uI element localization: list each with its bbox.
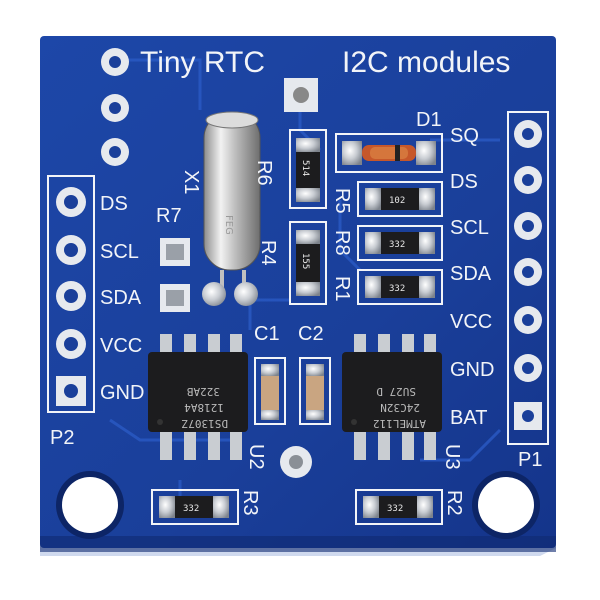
p1-label-sq: SQ	[450, 125, 479, 147]
diode-d1	[335, 133, 443, 173]
label-r1: R1	[331, 276, 353, 302]
title-left: Tiny RTC	[140, 46, 265, 79]
label-r5: R5	[331, 188, 353, 214]
resistor-r3: 332	[151, 489, 239, 525]
p1-label-sda: SDA	[450, 263, 492, 285]
label-p1: P1	[518, 449, 542, 471]
resistor-r7-pads	[160, 238, 190, 312]
label-p2: P2	[50, 427, 74, 449]
p1-pin-bat	[514, 402, 542, 430]
capacitor-c1	[254, 357, 286, 425]
p1-pin-gnd	[514, 354, 542, 382]
header-p2	[47, 175, 95, 413]
p2-pin-ds	[56, 187, 86, 217]
u3-line-3: SU27 D	[376, 385, 416, 398]
crystal-x1: FEG	[202, 111, 261, 306]
p2-label-scl: SCL	[100, 241, 139, 263]
resistor-r8: 332	[357, 225, 443, 261]
label-r4: R4	[257, 240, 279, 266]
resistor-r6: 514	[289, 129, 327, 209]
center-via	[280, 446, 312, 478]
label-u3: U3	[441, 444, 463, 470]
u3-line-2: 24C32N	[380, 401, 420, 414]
label-r6: R6	[253, 160, 275, 186]
p2-label-sda: SDA	[100, 287, 142, 309]
label-c2: C2	[298, 323, 324, 345]
label-x1: X1	[180, 170, 202, 194]
label-r2: R2	[443, 490, 465, 516]
r8-marking: 332	[389, 240, 405, 250]
r3-marking: 332	[183, 504, 199, 514]
p1-label-gnd: GND	[450, 359, 494, 381]
p2-pin-scl	[56, 235, 86, 265]
chip-u2: DS1307Z 1218A4 322AB	[148, 334, 248, 460]
r5-marking: 102	[389, 196, 405, 206]
p2-pin-gnd	[56, 376, 86, 406]
u2-line-1: DS1307Z	[181, 417, 228, 430]
capacitor-c2	[299, 357, 331, 425]
p1-pin-ds	[514, 166, 542, 194]
p1-pin-vcc	[514, 306, 542, 334]
r6-marking: 514	[300, 160, 310, 176]
mounting-hole-left	[56, 471, 124, 539]
resistor-r4: 155	[289, 221, 327, 305]
crystal-marking: FEG	[223, 215, 234, 235]
r4-marking: 155	[300, 253, 310, 269]
u3-line-1: ATMEL112	[373, 417, 426, 430]
r2-marking: 332	[387, 504, 403, 514]
label-c1: C1	[254, 323, 280, 345]
crystal-ground-pad	[284, 78, 318, 112]
label-r8: R8	[331, 230, 353, 256]
label-r3: R3	[239, 490, 261, 516]
chip-u3: ATMEL112 24C32N SU27 D	[342, 334, 442, 460]
p1-pin-sq	[514, 120, 542, 148]
p1-label-ds: DS	[450, 171, 478, 193]
label-u2: U2	[245, 444, 267, 470]
p1-label-bat: BAT	[450, 407, 487, 429]
p1-pin-sda	[514, 258, 542, 286]
p2-label-ds: DS	[100, 193, 128, 215]
label-r7: R7	[156, 205, 182, 227]
label-d1: D1	[416, 109, 442, 131]
p2-label-gnd: GND	[100, 382, 144, 404]
r1-marking: 332	[389, 284, 405, 294]
mounting-hole-right	[472, 471, 540, 539]
p2-pin-sda	[56, 281, 86, 311]
p1-label-scl: SCL	[450, 217, 489, 239]
p2-label-vcc: VCC	[100, 335, 142, 357]
u2-line-3: 322AB	[187, 385, 220, 398]
u2-line-2: 1218A4	[184, 401, 224, 414]
p1-pin-scl	[514, 212, 542, 240]
top-left-pads	[101, 48, 129, 166]
resistor-r1: 332	[357, 269, 443, 305]
resistor-r2: 332	[355, 489, 443, 525]
p1-label-vcc: VCC	[450, 311, 492, 333]
title-right: I2C modules	[342, 46, 510, 79]
p2-pin-vcc	[56, 329, 86, 359]
resistor-r5: 102	[357, 181, 443, 217]
header-p1	[507, 111, 549, 445]
